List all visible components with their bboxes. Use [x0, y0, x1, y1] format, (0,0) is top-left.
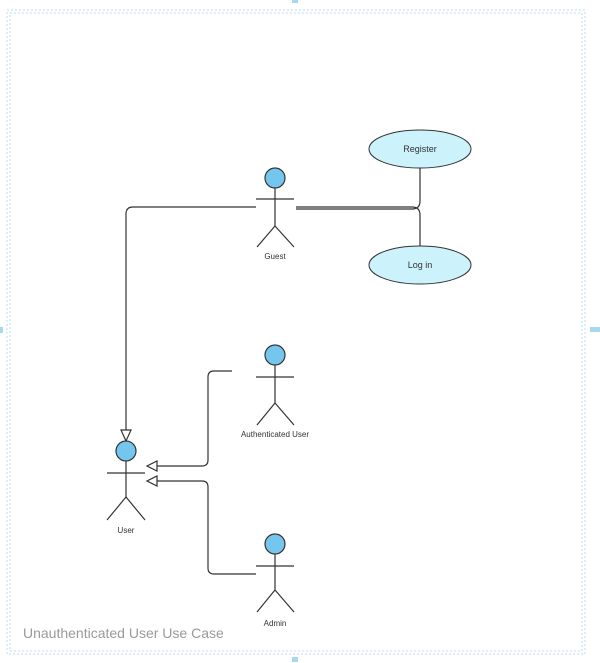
- actor-authenticated-user-figure: [256, 344, 295, 426]
- actor-guest-label: Guest: [264, 252, 286, 261]
- generalization-guest-user[interactable]: [120, 206, 256, 443]
- handle-right[interactable]: [590, 327, 600, 332]
- diagram-frame: [6, 9, 586, 655]
- actor-user-figure: [106, 440, 146, 521]
- usecase-register[interactable]: Register: [368, 129, 472, 169]
- actor-authenticated-user[interactable]: Authenticated User: [241, 344, 309, 439]
- handle-left[interactable]: [0, 327, 3, 333]
- actor-guest-figure: [256, 167, 295, 248]
- generalization-admin-user[interactable]: [145, 475, 256, 575]
- usecase-login-label: Log in: [408, 260, 433, 270]
- actor-admin-label: Admin: [264, 619, 287, 628]
- handle-bottom[interactable]: [292, 657, 298, 662]
- usecase-register-label: Register: [403, 144, 437, 154]
- association-guest-login: [296, 206, 421, 246]
- actor-admin-figure: [256, 533, 295, 613]
- actor-authenticated-user-label: Authenticated User: [241, 430, 309, 439]
- usecase-login[interactable]: Log in: [368, 245, 472, 285]
- association-guest-register: [296, 168, 421, 210]
- actor-admin[interactable]: Admin: [256, 533, 295, 628]
- handle-top[interactable]: [292, 0, 298, 3]
- actor-user[interactable]: User: [106, 440, 146, 535]
- generalization-authenticated-user[interactable]: [145, 370, 232, 472]
- actor-user-label: User: [118, 526, 135, 535]
- guest-usecase-associations[interactable]: [296, 168, 421, 246]
- actor-guest[interactable]: Guest: [256, 167, 295, 261]
- frame-title: Unauthenticated User Use Case: [23, 625, 224, 641]
